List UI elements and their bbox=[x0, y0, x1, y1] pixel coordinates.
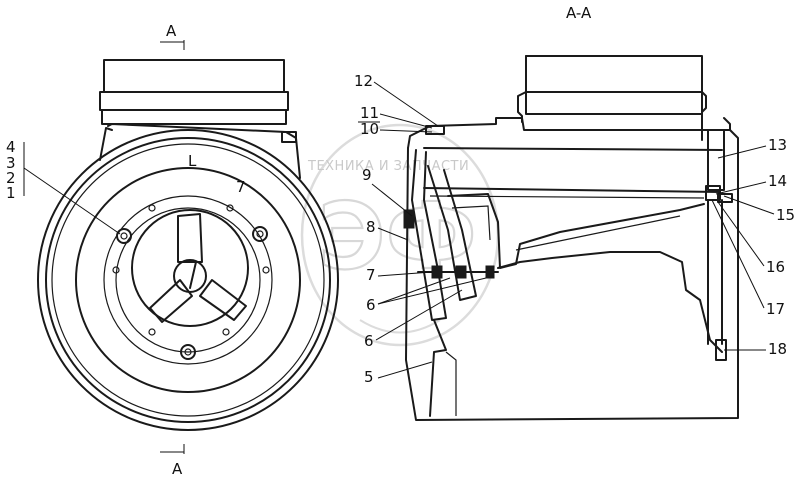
callout-2: 2 bbox=[6, 169, 16, 187]
callout-13: 12 bbox=[354, 72, 373, 90]
callout-1: 1 bbox=[6, 184, 16, 202]
front-view: L 7 A A 4 3 2 1 bbox=[6, 22, 339, 478]
callout-6: 6 bbox=[364, 332, 374, 350]
callout-7-front: 7 bbox=[236, 178, 246, 196]
callout-14: 13 bbox=[768, 136, 787, 154]
callout-12: 11 bbox=[360, 104, 379, 122]
callout-8: 7 bbox=[366, 266, 376, 284]
callout-15: 14 bbox=[768, 172, 787, 190]
callout-3: 3 bbox=[6, 154, 16, 172]
callout-10: 9 bbox=[362, 166, 372, 184]
section-mark-bottom: A bbox=[172, 460, 183, 478]
callout-5: 5 bbox=[364, 368, 374, 386]
callout-7-section: 6 bbox=[366, 296, 376, 314]
callout-9: 8 bbox=[366, 218, 376, 236]
section-view: A-A 12 bbox=[354, 4, 795, 421]
callout-19: 18 bbox=[768, 340, 787, 358]
letter-mark-L: L bbox=[188, 152, 197, 170]
callout-4: 4 bbox=[6, 138, 16, 156]
callout-18: 17 bbox=[766, 300, 785, 318]
section-title: A-A bbox=[566, 4, 592, 22]
callout-11: 10 bbox=[360, 120, 379, 138]
callout-17: 16 bbox=[766, 258, 785, 276]
callout-16: 15 bbox=[776, 206, 795, 224]
section-mark-top: A bbox=[166, 22, 177, 40]
